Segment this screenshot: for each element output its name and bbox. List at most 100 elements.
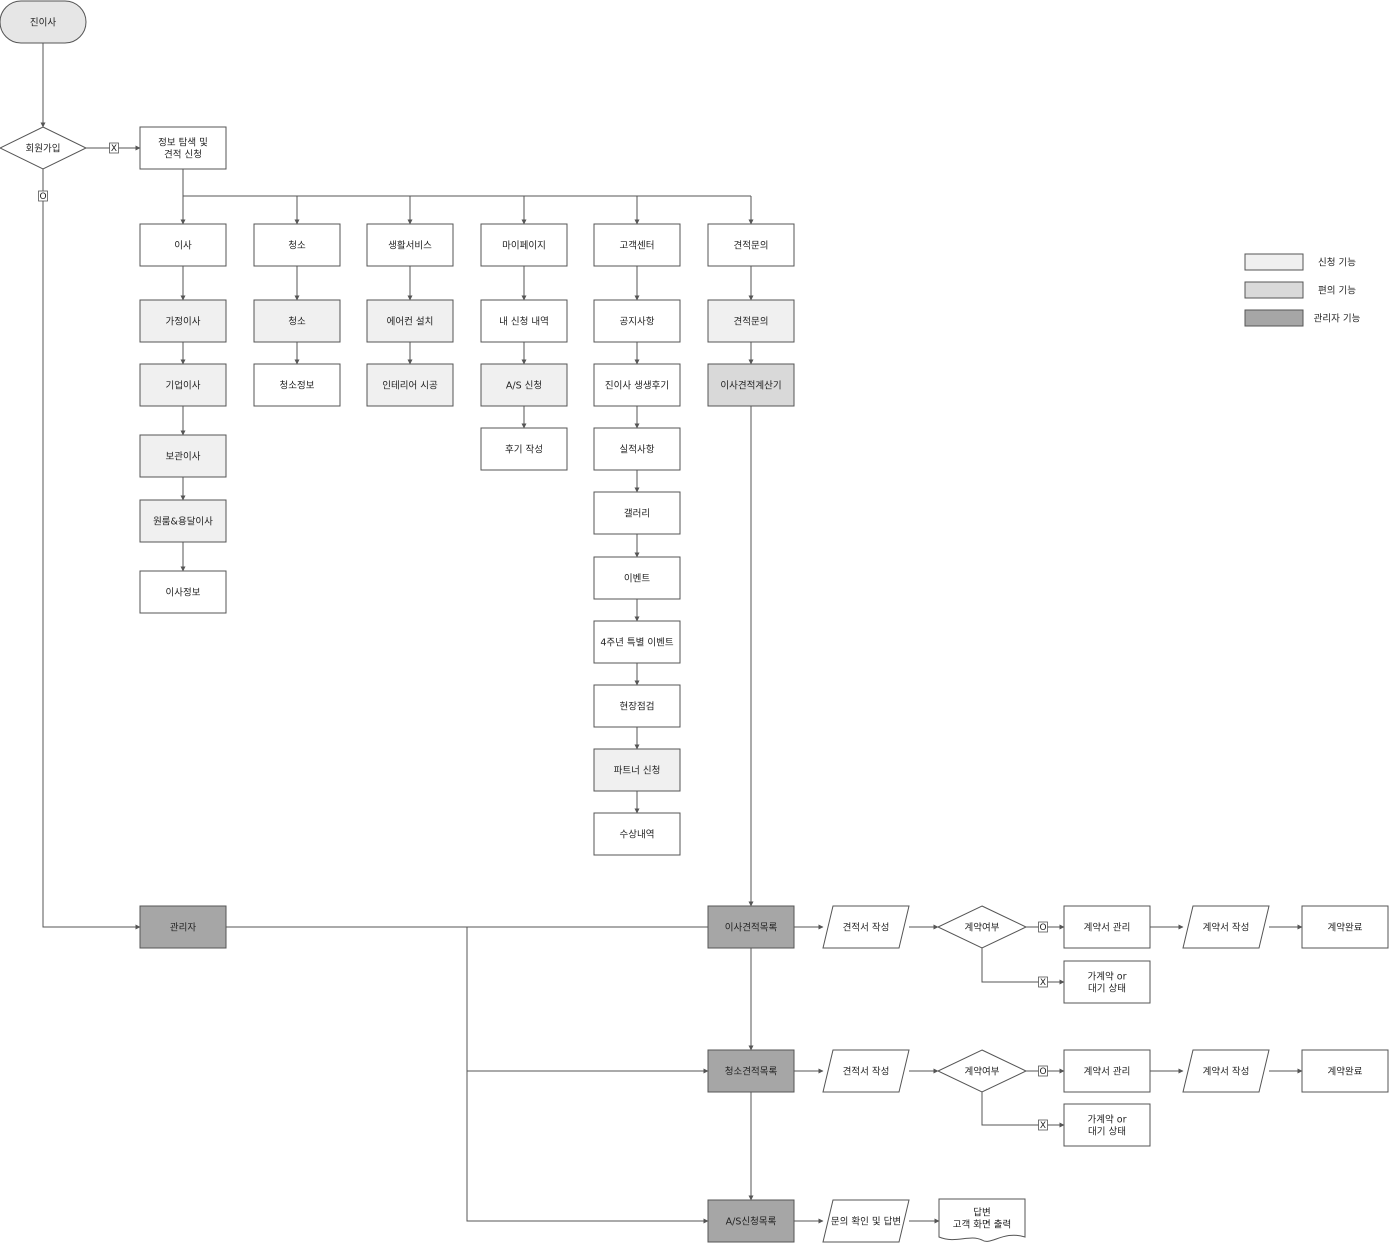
branch-marks: X O O X O X [38, 142, 1048, 1131]
edge [466, 927, 709, 1224]
node-aircon: 에어컨 설치 [366, 299, 454, 343]
node-label: 공지사항 [620, 317, 655, 328]
node-move-home: 가정이사 [139, 299, 227, 343]
node-move-quote: 견적서 작성 [822, 905, 910, 949]
node-label: 기업이사 [166, 380, 201, 392]
node-label: 고객센터 [620, 241, 655, 252]
node-label: 계약여부 [965, 922, 1000, 934]
node-label: 견적서 작성 [843, 1066, 890, 1078]
node-move-info: 이사정보 [139, 570, 227, 614]
node-my-apply: 내 신청 내역 [480, 299, 568, 343]
node-life: 생활서비스 [366, 223, 454, 267]
node-label: 견적문의 [734, 316, 769, 328]
node-records: 실적사항 [593, 427, 681, 471]
node-event: 이벤트 [593, 556, 681, 600]
legend-item: 편의 기능 [1244, 281, 1356, 299]
node-label: 에어컨 설치 [387, 316, 434, 328]
node-inspect: 현장점검 [593, 684, 681, 728]
node-label: 현장점검 [620, 701, 655, 713]
node-clean-quote: 견적서 작성 [822, 1049, 910, 1093]
node-label: 수상내역 [620, 830, 655, 841]
node-clean-sub: 청소 [253, 299, 341, 343]
node-partner: 파트너 신청 [593, 748, 681, 792]
node-move-contract: 계약서 관리 [1063, 905, 1151, 949]
node-signup: 회원가입 [0, 126, 88, 170]
node-move-oneroom: 원룸&용달이사 [139, 499, 227, 543]
node-label: 후기 작성 [505, 445, 543, 456]
node-as-answer: 문의 확인 및 답변 [822, 1199, 910, 1243]
node-label: 이사 [174, 241, 192, 252]
node-label: 내 신청 내역 [499, 317, 549, 328]
node-clean-contract-write: 계약서 작성 [1182, 1049, 1270, 1093]
legend-swatch [1244, 309, 1304, 327]
node-label: 견적서 작성 [843, 922, 890, 934]
node-clean-list: 청소견적목록 [707, 1049, 795, 1093]
legend-swatch [1244, 253, 1304, 271]
node-label: 계약완료 [1328, 1066, 1363, 1078]
node-label: 계약완료 [1328, 922, 1363, 934]
node-label: 4주년 특별 이벤트 [600, 638, 674, 649]
node-interior: 인테리어 시공 [366, 363, 454, 407]
node-label: 갤러리 [624, 508, 650, 520]
node-label: A/S신청목록 [726, 1217, 777, 1228]
node-label: 견적문의 [734, 240, 769, 252]
branch-mark-label: O [1039, 1067, 1046, 1077]
node-label: 이사견적목록 [725, 922, 778, 934]
node-label: 회원가입 [26, 143, 61, 155]
node-label: 진이사 생생후기 [605, 381, 669, 392]
node-move-contract-write: 계약서 작성 [1182, 905, 1270, 949]
node-notice: 공지사항 [593, 299, 681, 343]
node-label: A/S 신청 [506, 381, 542, 392]
node-inquiry: 견적문의 [707, 223, 795, 267]
edge [981, 1092, 1065, 1128]
node-label: 실적사항 [620, 444, 655, 456]
branch-mark-x: X [1038, 1119, 1048, 1131]
node-awards: 수상내역 [593, 812, 681, 856]
branch-mark-x: X [1038, 976, 1048, 988]
branch-mark-x: X [109, 142, 119, 154]
branch-mark-o: O [1038, 921, 1048, 933]
node-label: 원룸&용달이사 [153, 516, 213, 528]
node-start: 진이사 [0, 0, 87, 44]
node-label: 청소 [288, 241, 306, 252]
node-label: 계약서 작성 [1203, 922, 1250, 934]
node-label: 가정이사 [166, 317, 201, 328]
node-event4: 4주년 특별 이벤트 [593, 620, 681, 664]
node-label: 파트너 신청 [614, 766, 661, 777]
node-label: 관리자 [170, 923, 196, 934]
legend-item: 신청 기능 [1244, 253, 1356, 271]
node-review-write: 후기 작성 [480, 427, 568, 471]
node-move-decide: 계약여부 [936, 905, 1028, 949]
branch-mark-o: O [1038, 1065, 1048, 1077]
branch-mark-o: O [38, 190, 48, 202]
node-label: 계약서 작성 [1203, 1066, 1250, 1078]
legend-label: 관리자 기능 [1314, 314, 1361, 325]
node-admin: 관리자 [139, 905, 227, 949]
legend-label: 신청 기능 [1318, 258, 1356, 269]
node-mypage: 마이페이지 [480, 223, 568, 267]
legend-item: 관리자 기능 [1244, 309, 1361, 327]
node-gallery: 갤러리 [593, 491, 681, 535]
node-as-apply: A/S 신청 [480, 363, 568, 407]
node-clean-contract: 계약서 관리 [1063, 1049, 1151, 1093]
edge [981, 948, 1065, 985]
node-clean-done: 계약완료 [1301, 1049, 1389, 1093]
node-inquiry-sub: 견적문의 [707, 299, 795, 343]
node-label: 보관이사 [166, 452, 201, 463]
node-label: 이사견적계산기 [720, 380, 781, 392]
node-calculator: 이사견적계산기 [707, 363, 795, 407]
node-move-corp: 기업이사 [139, 363, 227, 407]
node-label: 계약여부 [965, 1066, 1000, 1078]
node-move: 이사 [139, 223, 227, 267]
node-label: 진이사 [30, 18, 56, 29]
node-move-storage: 보관이사 [139, 434, 227, 478]
node-label: 이사정보 [166, 588, 201, 599]
